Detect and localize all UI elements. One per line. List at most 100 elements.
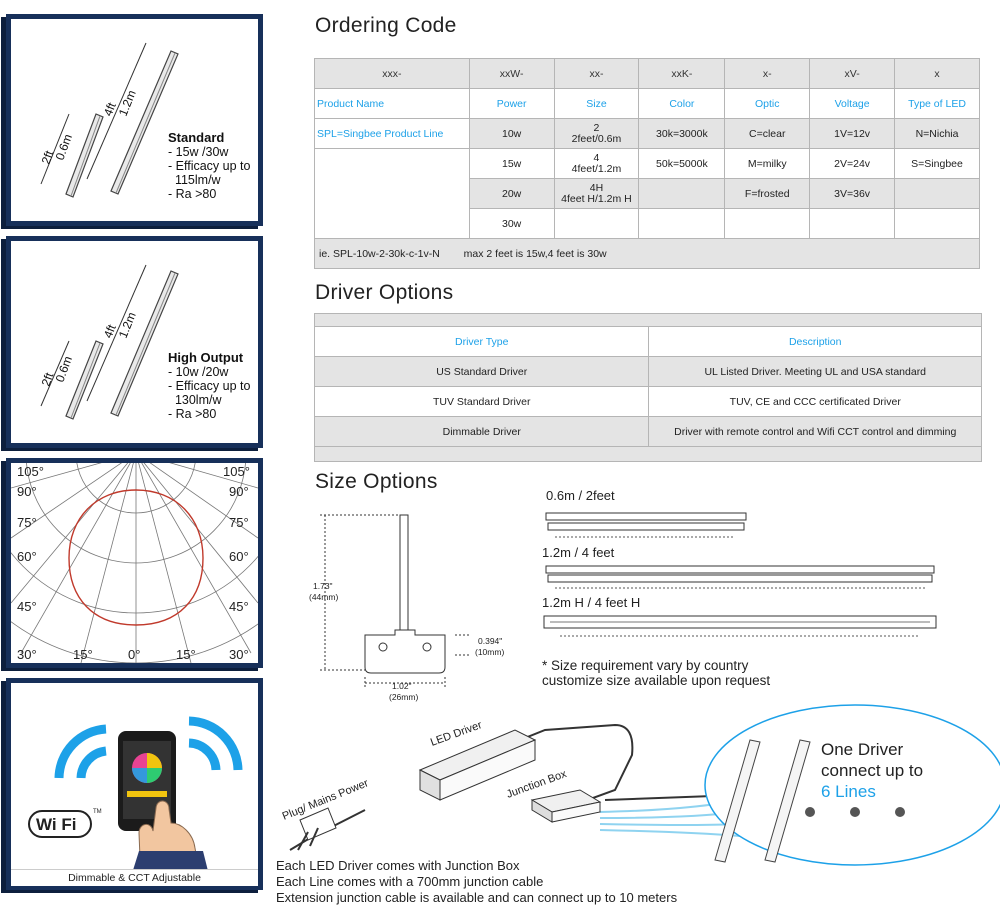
size-cell: 2 2feet/0.6m xyxy=(553,118,640,149)
app-control-panel: Wi Fi TM Dimmable & CCT Adjustable xyxy=(6,678,263,890)
header-cell: Driver Type xyxy=(313,326,650,357)
header-cell: Description xyxy=(648,326,982,357)
junction-box xyxy=(530,789,602,823)
voltage-cell: 3V=36v xyxy=(809,178,896,209)
wifi-logo-icon: Wi Fi TM xyxy=(28,809,102,838)
size-note: * Size requirement vary by country custo… xyxy=(542,658,770,688)
table-top-band xyxy=(314,313,982,327)
tube-drawing-4ft xyxy=(545,565,935,589)
driver-options-title: Driver Options xyxy=(315,281,454,304)
spec-line: - Efficacy up to xyxy=(168,159,251,173)
size-label: 1.2m H / 4 feet H xyxy=(542,595,641,610)
tube-drawing-2ft xyxy=(545,512,747,538)
led-cell xyxy=(894,178,980,209)
led-cell: N=Nichia xyxy=(894,118,980,149)
tube-4ft xyxy=(110,270,179,417)
bubble-line-2: connect up to xyxy=(821,761,923,780)
polar-label: 90° xyxy=(17,484,37,499)
size-cell: 4 4feet/1.2m xyxy=(553,148,640,179)
size-label: 1.2m / 4 feet xyxy=(542,545,615,560)
dim-depth: 0.394" xyxy=(478,636,502,646)
standard-title: Standard xyxy=(168,130,225,145)
wifi-text: Wi Fi xyxy=(36,815,76,834)
color-cell: 50k=5000k xyxy=(638,148,726,179)
tube-drawing-4ft-h xyxy=(543,615,937,637)
code-cell: x- xyxy=(724,58,811,89)
wiring-note-line: Each Line comes with a 700mm junction ca… xyxy=(276,874,544,889)
label-cell: Power xyxy=(468,88,555,119)
color-cell xyxy=(638,208,726,239)
wiring-diagram: LED Driver Plug/ Mains Power Junction Bo… xyxy=(281,704,1000,866)
example-note: max 2 feet is 15w,4 feet is 30w xyxy=(463,247,607,260)
description-cell: Driver with remote control and Wifi CCT … xyxy=(648,416,982,447)
label-cell: Product Name xyxy=(314,88,470,119)
polar-label: 60° xyxy=(229,549,249,564)
high-output-title: High Output xyxy=(168,350,244,365)
description-cell: TUV, CE and CCC certificated Driver xyxy=(648,386,982,417)
wiring-note-line: Each LED Driver comes with Junction Box xyxy=(276,858,520,873)
profile-drawing: 1.73" (44mm) 0.394" (10mm) 1.02" (26mm) xyxy=(309,514,504,702)
dim-2ft: 2ft xyxy=(39,148,57,166)
dim-0-6m: 0.6m xyxy=(53,132,75,162)
label-cell: Voltage xyxy=(809,88,896,119)
optic-cell: M=milky xyxy=(724,148,811,179)
dim-width-mm: (26mm) xyxy=(389,692,418,702)
table-bottom-band xyxy=(314,446,982,462)
dim-depth-mm: (10mm) xyxy=(475,647,504,657)
example-cell: ie. SPL-10w-2-30k-c-1v-N max 2 feet is 1… xyxy=(314,238,980,269)
table-row: 30w xyxy=(315,208,980,239)
ordering-code-table: xxx- xxW- xx- xxK- x- xV- x Product Name… xyxy=(314,58,980,269)
wifi-tm: TM xyxy=(93,809,102,815)
dot xyxy=(850,807,860,817)
code-cell: xV- xyxy=(809,58,896,89)
label-cell: Color xyxy=(638,88,726,119)
label-cell: Size xyxy=(553,88,640,119)
table-row: ie. SPL-10w-2-30k-c-1v-N max 2 feet is 1… xyxy=(314,238,980,269)
polar-label: 15° xyxy=(73,647,93,662)
led-cell: S=Singbee xyxy=(894,148,980,179)
power-cell: 15w xyxy=(468,148,555,179)
dim-0-6m: 0.6m xyxy=(53,354,75,384)
table-row xyxy=(314,446,982,462)
code-cell: x xyxy=(894,58,980,89)
wiring-note-line: Extension junction cable is available an… xyxy=(276,890,678,905)
dim-4ft: 4ft xyxy=(101,100,119,118)
app-illustration: Wi Fi TM xyxy=(11,716,258,885)
power-cell: 30w xyxy=(468,208,555,239)
dim-1-2m: 1.2m xyxy=(116,310,139,340)
voltage-cell: 1V=12v xyxy=(809,118,896,149)
driver-options-table: Driver Type Description US Standard Driv… xyxy=(313,313,982,462)
table-row: xxx- xxW- xx- xxK- x- xV- x xyxy=(314,58,980,89)
wiring-notes: Each LED Driver comes with Junction Box … xyxy=(276,858,677,906)
polar-label: 45° xyxy=(229,599,249,614)
voltage-cell xyxy=(809,208,896,239)
product-line-cell: SPL=Singbee Product Line xyxy=(314,118,470,149)
wifi-signal-right-icon xyxy=(188,716,243,771)
size-note-line: customize size available upon request xyxy=(542,673,771,688)
table-row: TUV Standard Driver TUV, CE and CCC cert… xyxy=(313,386,982,417)
code-cell: xxx- xyxy=(314,58,470,89)
dim-width: 1.02" xyxy=(392,681,412,691)
polar-grid xyxy=(11,463,258,663)
dim-height-mm: (44mm) xyxy=(309,592,338,602)
spec-line: - Efficacy up to xyxy=(168,379,251,393)
driver-type-cell: US Standard Driver xyxy=(313,356,650,387)
table-row: US Standard Driver UL Listed Driver. Mee… xyxy=(313,356,982,387)
polar-label: 105° xyxy=(223,464,250,479)
size-note-line: * Size requirement vary by country xyxy=(542,658,749,673)
bubble-line-1: One Driver xyxy=(821,740,904,759)
code-cell: xx- xyxy=(553,58,640,89)
led-cell xyxy=(894,208,980,239)
dot xyxy=(895,807,905,817)
tube-4ft xyxy=(110,50,179,195)
table-row: Driver Type Description xyxy=(313,326,982,357)
driver-type-cell: TUV Standard Driver xyxy=(313,386,650,417)
table-row: SPL=Singbee Product Line 10w 2 2feet/0.6… xyxy=(314,118,980,149)
label-cell: Optic xyxy=(724,88,811,119)
size-options-title: Size Options xyxy=(315,470,438,493)
polar-diagram: 105° 90° 75° 60° 45° 30° 105° 90° 75° 60… xyxy=(11,463,258,663)
standard-panel: 2ft 0.6m 4ft 1.2m Standard - 15w /30w - … xyxy=(6,14,263,226)
table-row: Product Name Power Size Color Optic Volt… xyxy=(314,88,980,119)
spec-line: - 10w /20w xyxy=(168,365,229,379)
polar-label: 75° xyxy=(229,515,249,530)
